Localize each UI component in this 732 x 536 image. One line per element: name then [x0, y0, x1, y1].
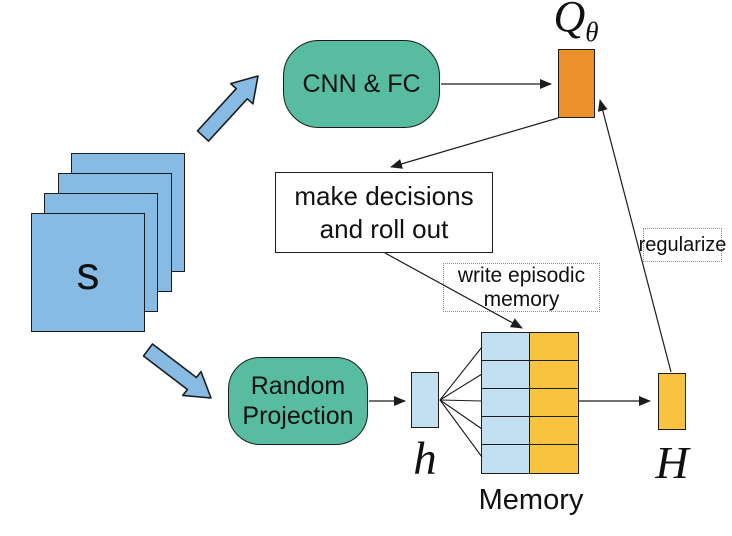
- make-decisions-line2: and roll out: [319, 213, 449, 244]
- memory-cell: [482, 417, 530, 445]
- make-decisions-line1: make decisions: [294, 180, 474, 211]
- regularize-label: regularize: [638, 233, 727, 256]
- write-note-line2: memory: [483, 287, 560, 311]
- H-vector: [658, 373, 686, 430]
- memory-cell: [482, 333, 530, 361]
- write-note-line1: write episodic: [457, 263, 586, 287]
- q-theta-label: Qθ: [553, 0, 599, 47]
- memory-cell: [530, 417, 578, 445]
- h-vector: [411, 372, 439, 428]
- memory-caption: Memory: [478, 484, 584, 516]
- random-projection-node: Random Projection: [228, 357, 368, 445]
- state-label: s: [76, 246, 100, 299]
- memory-cell: [482, 361, 530, 389]
- memory-cell: [530, 389, 578, 417]
- H-label: H: [655, 437, 689, 488]
- cnn-fc-node: CNN & FC: [283, 40, 440, 128]
- thick-arrow-down-right-icon: [142, 343, 212, 399]
- random-projection-label-line1: Random: [250, 372, 346, 400]
- random-projection-label-line2: Projection: [242, 402, 354, 430]
- regularize-note: regularize: [639, 228, 726, 262]
- h-label: h: [413, 433, 437, 485]
- cnn-fc-label: CNN & FC: [302, 70, 421, 98]
- theta-subscript: θ: [585, 16, 599, 47]
- fan-line-h-row1: [439, 346, 483, 401]
- memory-grid: [481, 332, 579, 474]
- fan-line-h-row2: [439, 373, 483, 401]
- memory-cell: [530, 361, 578, 389]
- fan-line-h-row3: [439, 399, 483, 402]
- thick-arrow-up-right-icon: [196, 75, 259, 142]
- fan-line-h-row4: [439, 399, 483, 430]
- memory-cell: [482, 389, 530, 417]
- memory-cell: [530, 333, 578, 361]
- make-decisions-box: make decisions and roll out: [275, 172, 493, 253]
- q-network-vector: [558, 49, 595, 118]
- memory-cell: [482, 445, 530, 473]
- memory-cell: [530, 445, 578, 473]
- write-episodic-memory-note: write episodic memory: [443, 263, 600, 312]
- state-frame-front: [31, 213, 145, 332]
